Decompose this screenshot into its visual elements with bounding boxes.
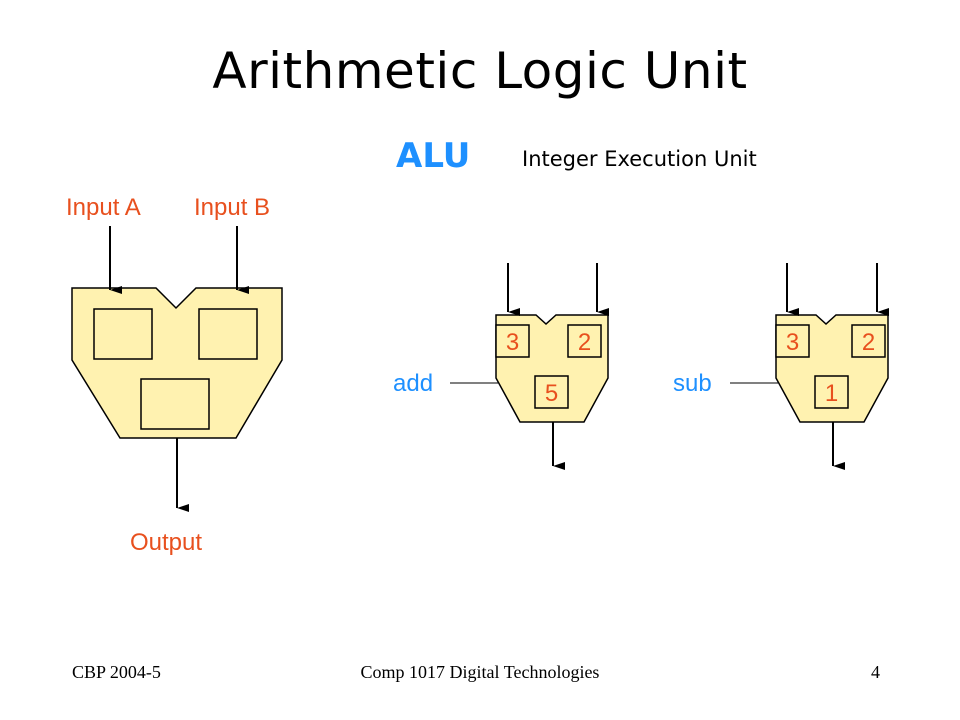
alu-heading: ALU bbox=[396, 136, 471, 176]
add-input-a-value: 3 bbox=[506, 329, 519, 356]
add-alu: 3 2 5 add bbox=[393, 263, 609, 470]
sub-alu: 3 2 1 sub bbox=[673, 263, 889, 470]
alu-subheading: Integer Execution Unit bbox=[522, 147, 757, 171]
sub-result-value: 1 bbox=[825, 380, 838, 407]
add-result-value: 5 bbox=[545, 380, 558, 407]
add-input-b-value: 2 bbox=[578, 329, 591, 356]
input-b-label: Input B bbox=[194, 194, 271, 221]
slide-title: Arithmetic Logic Unit bbox=[212, 42, 748, 100]
sub-input-a-register bbox=[775, 324, 810, 358]
generic-output-register bbox=[140, 378, 210, 430]
add-input-a-register bbox=[495, 324, 530, 358]
output-label: Output bbox=[130, 529, 203, 556]
generic-alu bbox=[71, 226, 283, 512]
sub-result-register bbox=[814, 375, 849, 409]
sub-input-a-value: 3 bbox=[786, 329, 799, 356]
generic-input-b-register bbox=[198, 308, 258, 360]
footer-page-number: 4 bbox=[871, 662, 880, 682]
input-a-label: Input A bbox=[66, 194, 141, 221]
footer-left: CBP 2004-5 bbox=[72, 662, 161, 682]
sub-input-b-value: 2 bbox=[862, 329, 875, 356]
footer-center: Comp 1017 Digital Technologies bbox=[360, 662, 600, 682]
sub-input-b-register bbox=[851, 324, 886, 358]
add-input-b-register bbox=[567, 324, 602, 358]
add-result-register bbox=[534, 375, 569, 409]
add-op-label: add bbox=[393, 370, 433, 397]
sub-op-label: sub bbox=[673, 370, 712, 397]
generic-input-a-register bbox=[93, 308, 153, 360]
